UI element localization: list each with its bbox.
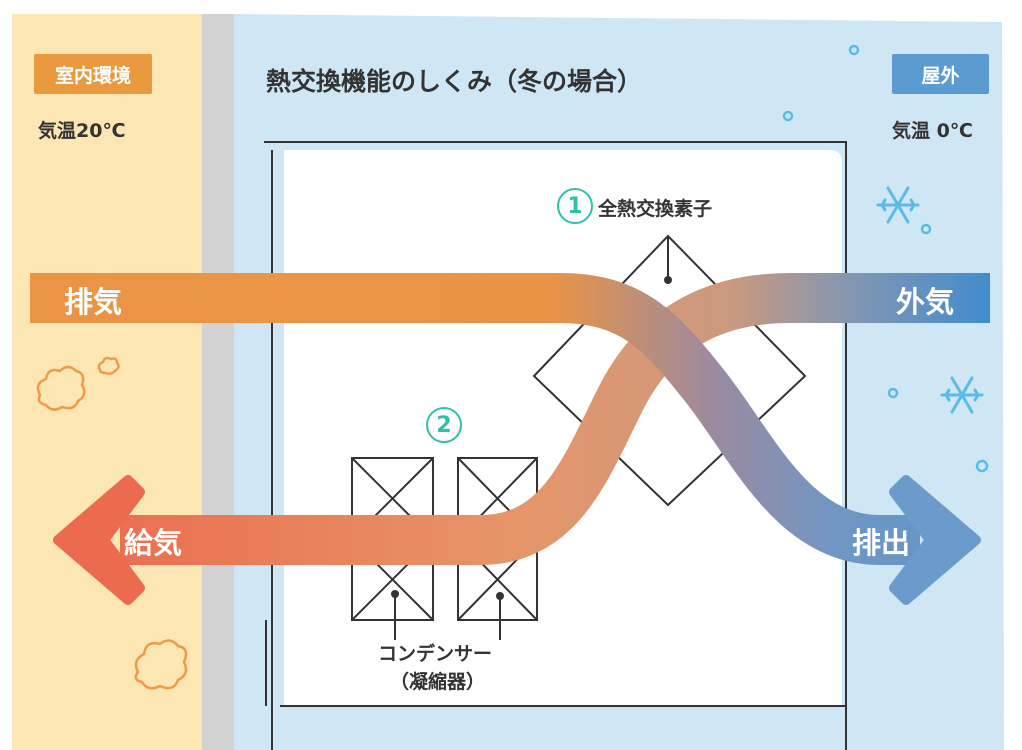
outdoor-temperature: 気温 0℃	[892, 120, 973, 142]
discharge-label: 排出	[852, 526, 911, 560]
indoor-area	[12, 14, 202, 750]
droplet-icon	[782, 44, 989, 473]
heat-exchanger-label: 全熱交換素子	[598, 198, 713, 220]
diagram-title: 熱交換機能のしくみ（冬の場合）	[266, 67, 642, 96]
discharge-arrowhead	[889, 475, 981, 605]
supply-label: 給気	[124, 526, 183, 560]
condenser-label-line1: コンデンサー	[378, 643, 493, 665]
warm-cloud-icon	[36, 356, 188, 690]
outdoor-badge: 屋外	[892, 54, 989, 94]
indoor-temperature: 気温20℃	[38, 120, 126, 142]
wall	[202, 14, 234, 750]
supply-airflow	[120, 273, 990, 565]
heat-exchanger-number: 1	[557, 188, 593, 224]
snowflake-icon	[876, 186, 984, 414]
indoor-badge: 室内環境	[34, 54, 152, 94]
outside-air-label: 外気	[896, 285, 955, 319]
condenser-pointers	[391, 590, 504, 640]
condenser-number: 2	[426, 407, 462, 443]
exhaust-airflow	[30, 273, 920, 565]
supply-arrowhead	[53, 475, 145, 605]
exhaust-in-label: 排気	[64, 285, 123, 319]
condenser-label-line2: （凝縮器）	[390, 671, 486, 693]
